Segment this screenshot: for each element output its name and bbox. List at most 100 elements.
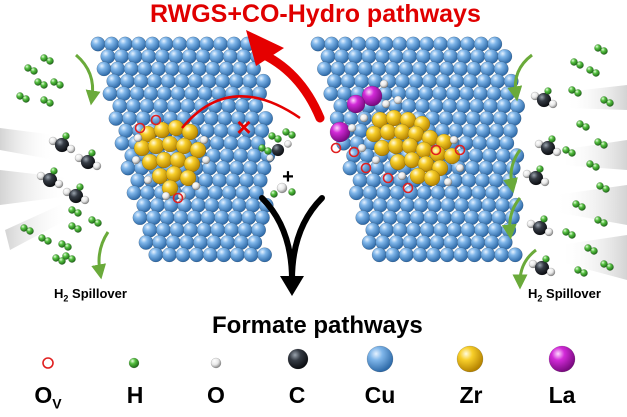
cu-atom (209, 135, 225, 151)
cu-atom (402, 234, 418, 250)
h-atom (600, 141, 608, 149)
cu-atom (467, 197, 483, 213)
zr-atom (133, 139, 151, 157)
cu-atom (412, 61, 428, 77)
gas-molecules (16, 44, 614, 277)
cu-atom (116, 86, 132, 102)
cu-atom (168, 48, 184, 64)
cu-atom (493, 61, 509, 77)
cu-atom (215, 73, 231, 89)
cu-atom (454, 197, 470, 213)
cu-atom (156, 86, 172, 102)
cu-atom (499, 135, 515, 151)
legend-label-zr: Zr (459, 382, 483, 408)
cu-atom (474, 222, 490, 238)
cu-atom (172, 36, 188, 52)
cu-atom (468, 148, 484, 164)
cu-atom (229, 160, 245, 176)
cu-atom (233, 148, 249, 164)
cu-atom (448, 123, 464, 139)
legend-symbols (42, 345, 576, 373)
cu-atom (412, 247, 428, 263)
cu-atom (474, 172, 490, 188)
c-atom (271, 143, 285, 157)
h-atom (594, 44, 602, 52)
cu-atom (247, 234, 263, 250)
h-atom (600, 47, 608, 55)
oxygen-vacancy (382, 172, 394, 184)
cu-atom (206, 234, 222, 250)
h-atom (68, 206, 76, 214)
cu-atom (419, 222, 435, 238)
cu-atom (223, 222, 239, 238)
legend-swatch-ov (42, 357, 54, 369)
oxygen-vacancy (150, 114, 162, 126)
o-atom (92, 161, 102, 171)
cu-atom (245, 197, 261, 213)
cu-atom (146, 210, 162, 226)
zr-atom (141, 153, 159, 171)
zr-atom (379, 123, 397, 141)
cu-atom (460, 36, 476, 52)
cu-atom (456, 234, 472, 250)
cu-atom (202, 247, 218, 263)
cu-atom (238, 86, 254, 102)
o-atom (546, 267, 556, 277)
cu-atom (226, 36, 242, 52)
blocked-cross: × (236, 112, 251, 142)
cu-atom (233, 234, 249, 250)
o-atom (552, 147, 562, 157)
cu-atom (488, 172, 504, 188)
cu-atom (337, 36, 353, 52)
cu-atom (175, 247, 191, 263)
cu-atom (169, 222, 185, 238)
h-atom (74, 209, 82, 217)
cu-atom (494, 197, 510, 213)
cu-atom (129, 86, 145, 102)
cu-atom (388, 48, 404, 64)
cu-atom (130, 172, 146, 188)
cu-atom (90, 36, 106, 52)
cu-atom (375, 234, 391, 250)
h-atom (574, 89, 582, 97)
h-atom (68, 222, 76, 230)
cu-atom (142, 222, 158, 238)
c-atom (534, 260, 550, 276)
h-atom (24, 64, 32, 72)
cu-atom (432, 86, 448, 102)
cu-atom (497, 234, 513, 250)
cu-atom (204, 197, 220, 213)
cu-atom (500, 86, 516, 102)
cu-atom (112, 98, 128, 114)
h-atom (38, 234, 46, 242)
cu-atom (216, 247, 232, 263)
cu-atom (231, 197, 247, 213)
h-atom (562, 146, 570, 154)
o-atom (80, 195, 90, 205)
cu-atom (199, 123, 215, 139)
cu-atom (190, 197, 206, 213)
cu-atom (398, 247, 414, 263)
cu-atom (161, 247, 177, 263)
zr-atom (179, 169, 197, 187)
cu-atom (458, 135, 474, 151)
h-atom (30, 67, 38, 75)
cu-atom (472, 86, 488, 102)
cu-atom (200, 210, 216, 226)
cu-atom (184, 86, 200, 102)
cu-atom (452, 61, 468, 77)
cu-atom (416, 234, 432, 250)
h-atom (268, 132, 276, 140)
o-atom (540, 177, 550, 187)
cu-atom (228, 73, 244, 89)
cu-atom (149, 197, 165, 213)
h-atom (596, 182, 604, 190)
cu-atom (418, 86, 434, 102)
cu-atom (484, 185, 500, 201)
cu-atom (405, 36, 421, 52)
cu-atom (475, 123, 491, 139)
h-atom (606, 99, 614, 107)
h-atom (34, 78, 42, 86)
cu-atom (199, 36, 215, 52)
cu-atom (355, 210, 371, 226)
